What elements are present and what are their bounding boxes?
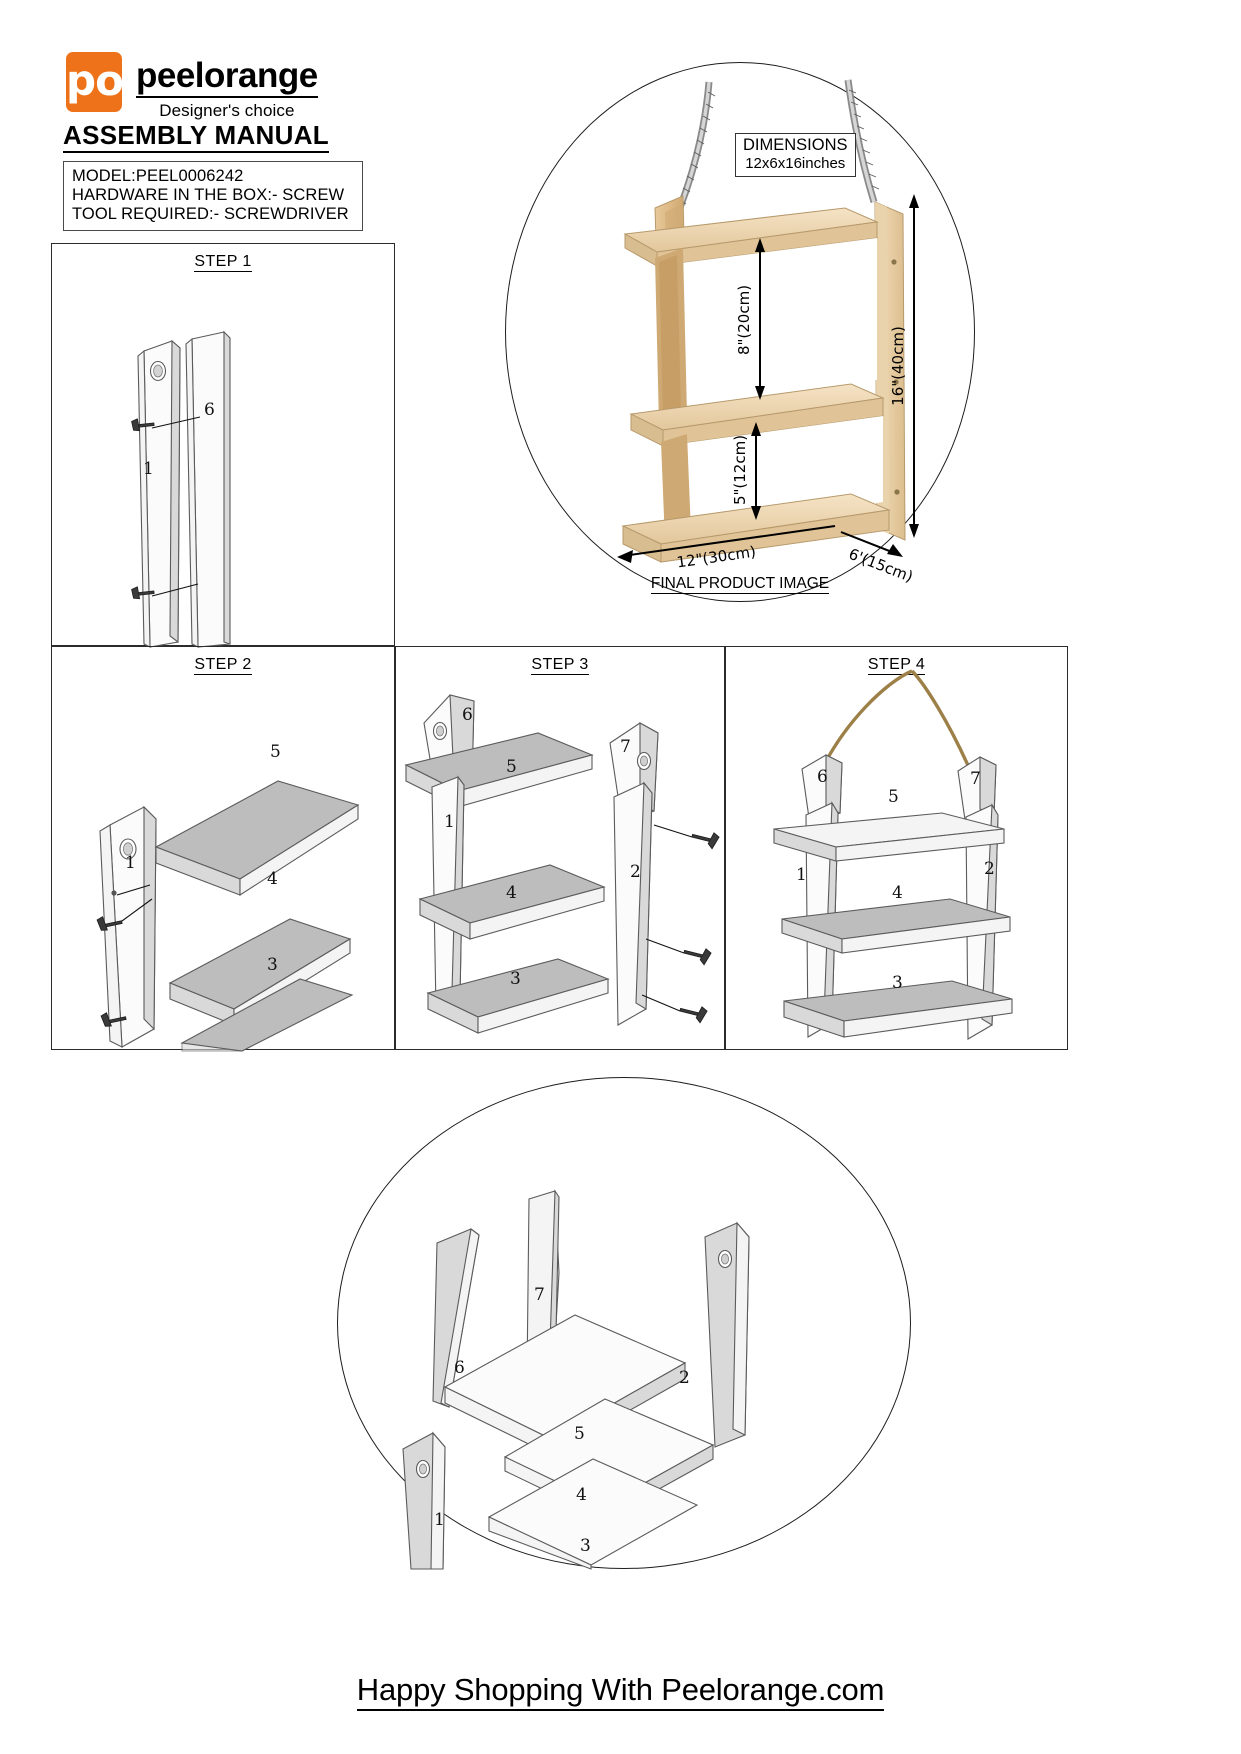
panel-step-1: STEP 1 1 6	[51, 243, 395, 648]
step-2-part-label-5: 5	[270, 742, 281, 762]
step-3-title-text: STEP 3	[531, 656, 589, 675]
step-2-part-label-3: 3	[267, 955, 278, 975]
dimensions-value: 12x6x16inches	[745, 155, 846, 172]
page-title: ASSEMBLY MANUAL	[63, 120, 329, 153]
step-3-part-label-5: 5	[506, 757, 517, 777]
brand-tagline: Designer's choice	[159, 101, 295, 120]
dimensions-callout: DIMENSIONS 12x6x16inches	[735, 133, 856, 177]
step-3-part-label-6: 6	[462, 705, 473, 725]
hardware-line: HARDWARE IN THE BOX:- SCREW	[72, 186, 345, 204]
parts-label-1: 1	[434, 1510, 445, 1530]
step-3-part-label-7: 7	[620, 737, 631, 757]
dimension-height	[909, 194, 919, 538]
panel-step-4: STEP 4	[725, 646, 1068, 1050]
brand-logo: po peelorange Designer's choice	[66, 52, 318, 121]
panel-step-3: STEP 3	[395, 646, 725, 1050]
step-4-part-label-3: 3	[892, 973, 903, 993]
footer-text: Happy Shopping With Peelorange.com	[356, 1672, 884, 1711]
parts-label-7: 7	[534, 1285, 545, 1305]
rope-right-icon	[910, 669, 976, 780]
parts-label-3: 3	[580, 1536, 591, 1556]
dimension-lower-gap-label: 5"(12cm)	[731, 435, 749, 505]
step-2-part-label-4: 4	[267, 869, 278, 889]
step-2-title: STEP 2	[52, 656, 394, 675]
panel-step-2: STEP 2	[51, 646, 395, 1052]
screw-icon	[679, 1006, 708, 1024]
final-product-circle	[505, 62, 975, 602]
footer: Happy Shopping With Peelorange.com	[0, 1672, 1241, 1711]
step-3-part-label-2: 2	[630, 862, 641, 882]
step-2-part-label-1: 1	[125, 853, 136, 873]
model-line: MODEL:PEEL0006242	[72, 167, 244, 185]
step-4-illustration	[773, 669, 1013, 1040]
parts-label-4: 4	[576, 1485, 587, 1505]
screw-icon	[131, 586, 155, 600]
dimension-lower-gap	[751, 422, 761, 520]
step-3-title: STEP 3	[396, 656, 724, 675]
step-4-part-label-2: 2	[984, 859, 995, 879]
product-info-box: MODEL:PEEL0006242 HARDWARE IN THE BOX:- …	[63, 161, 363, 231]
parts-label-5: 5	[574, 1424, 585, 1444]
step-3-part-label-3: 3	[510, 969, 521, 989]
step-1-part-label-1: 1	[143, 459, 154, 479]
step-1-title: STEP 1	[52, 253, 394, 272]
screw-icon	[683, 948, 712, 966]
step-3-part-label-4: 4	[506, 883, 517, 903]
parts-overview-illustration	[402, 1189, 750, 1570]
final-product-caption-text: FINAL PRODUCT IMAGE	[650, 575, 830, 594]
brand-text-block: peelorange Designer's choice	[136, 52, 318, 121]
step-4-part-label-4: 4	[892, 883, 903, 903]
final-product-caption: FINAL PRODUCT IMAGE	[505, 575, 975, 594]
step-4-part-label-5: 5	[888, 787, 899, 807]
screw-icon	[691, 832, 720, 850]
dimension-upper-gap-label: 8"(20cm)	[735, 285, 753, 355]
parts-label-6: 6	[454, 1358, 465, 1378]
dimension-height-label: 16"(40cm)	[889, 326, 907, 406]
brand-name: peelorange	[136, 56, 318, 98]
dimension-width	[617, 525, 836, 563]
peelorange-logo-icon: po	[66, 52, 124, 112]
dimension-depth	[840, 531, 903, 557]
dimension-upper-gap	[755, 238, 765, 400]
step-3-illustration	[404, 694, 720, 1034]
step-1-illustration	[131, 330, 231, 648]
step-1-title-text: STEP 1	[194, 253, 252, 272]
parts-label-2: 2	[679, 1368, 690, 1388]
screw-icon	[96, 916, 123, 931]
step-3-part-label-1: 1	[444, 812, 455, 832]
step-2-illustration	[96, 780, 360, 1052]
step-4-title-text: STEP 4	[867, 656, 926, 675]
step-2-title-text: STEP 2	[194, 656, 252, 675]
step-4-part-label-7: 7	[970, 769, 981, 789]
parts-overview-circle	[337, 1077, 911, 1569]
chain-right-icon	[844, 79, 880, 204]
tool-line: TOOL REQUIRED:- SCREWDRIVER	[72, 205, 349, 223]
step-1-part-label-6: 6	[204, 400, 215, 420]
screw-icon	[131, 418, 155, 432]
dimensions-label: DIMENSIONS	[743, 136, 848, 154]
step-4-part-label-1: 1	[796, 865, 807, 885]
logo-glyph: po	[66, 56, 124, 105]
step-4-title: STEP 4	[726, 656, 1067, 675]
screw-icon	[100, 1012, 127, 1027]
final-product-illustration: 8"(20cm) 5"(12cm) 16"(40cm) 12"(30cm) 6'…	[617, 79, 919, 586]
step-4-part-label-6: 6	[817, 767, 828, 787]
